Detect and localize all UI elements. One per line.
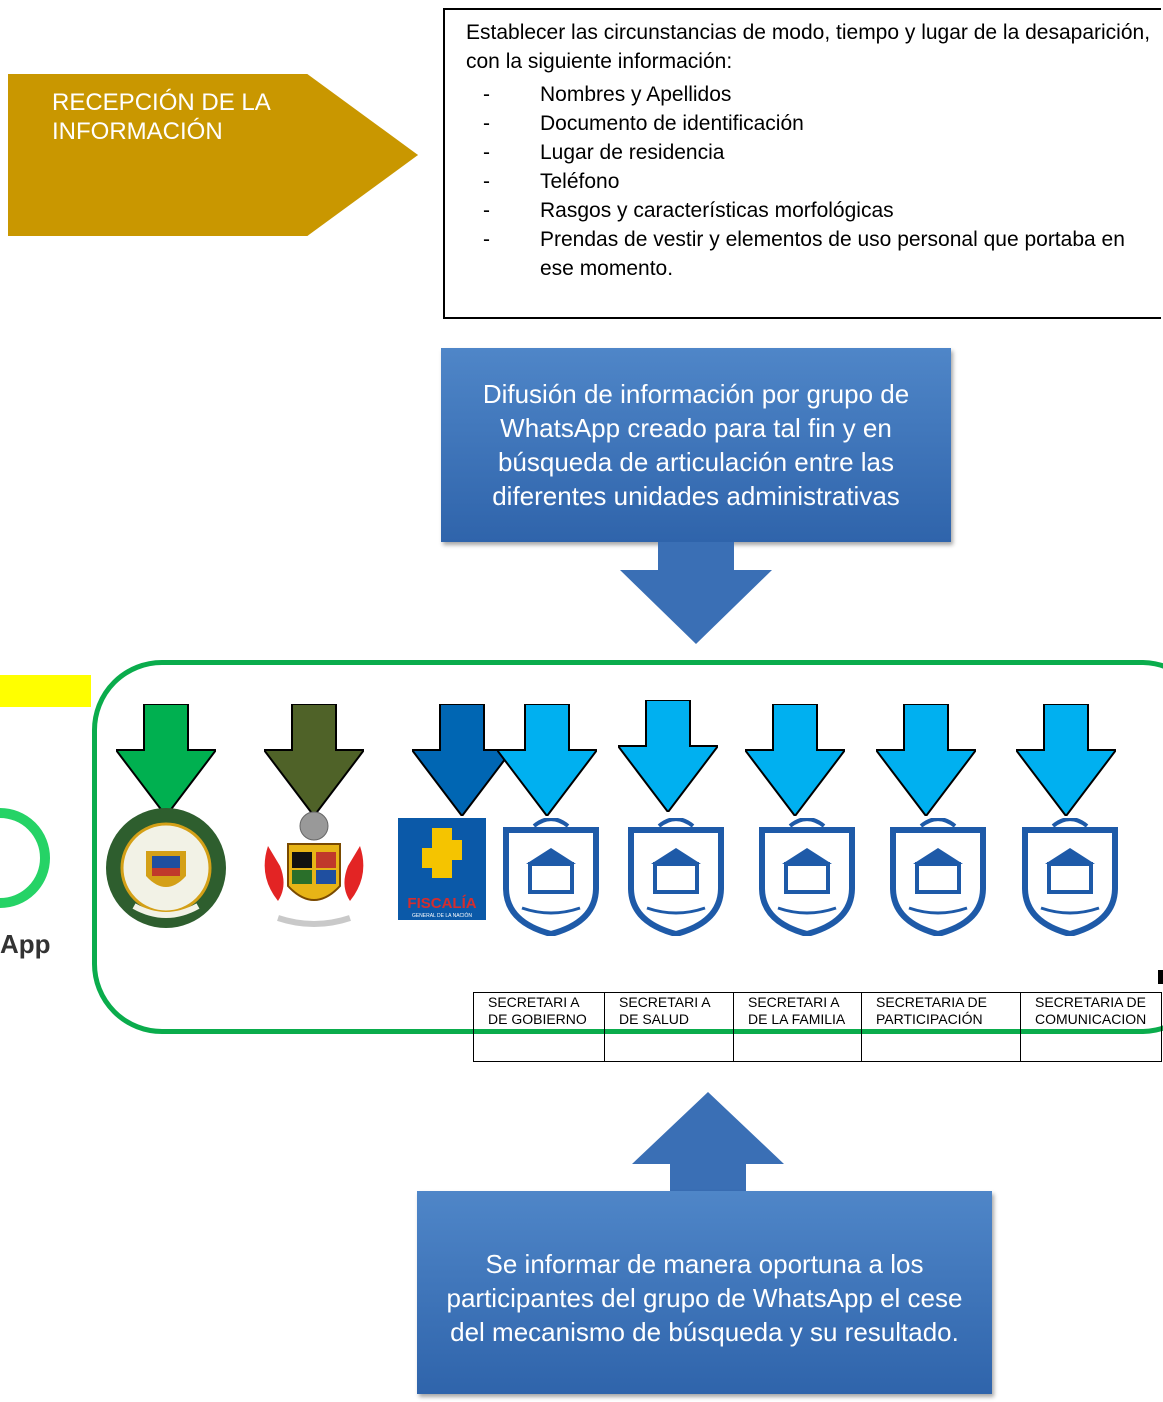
- highlight-bar: [0, 675, 91, 707]
- cyan-arrow-icon: [1016, 704, 1116, 816]
- diffusion-callout: Difusión de información por grupo de Wha…: [441, 348, 951, 542]
- info-list: Nombres y Apellidos Documento de identif…: [466, 80, 1156, 283]
- cyan-arrow-icon: [876, 704, 976, 816]
- table-row: SECRETARI A DE GOBIERNO SECRETARI A DE S…: [473, 992, 1162, 1062]
- municipal-shield-icon: [628, 818, 724, 936]
- unit-cell: SECRETARI A DE SALUD: [604, 992, 734, 1062]
- result-callout: Se informar de manera oportuna a los par…: [417, 1191, 992, 1394]
- olive-arrow-icon: [264, 704, 364, 816]
- up-arrow-icon: [632, 1092, 784, 1192]
- info-intro: Establecer las circunstancias de modo, t…: [466, 21, 1151, 73]
- army-coat-of-arms-icon: [264, 811, 364, 927]
- down-arrow-icon: [620, 542, 772, 644]
- fiscalia-wordmark: FISCALÍA: [407, 895, 476, 912]
- policia-nacional-seal-icon: [106, 808, 226, 928]
- cyan-arrow-icon: [745, 704, 845, 816]
- info-item: Documento de identificación: [466, 109, 1156, 138]
- reception-label: RECEPCIÓN DE LA INFORMACIÓN: [52, 89, 270, 145]
- info-item: Rasgos y características morfológicas: [466, 196, 1156, 225]
- municipal-shield-icon: [759, 818, 855, 936]
- municipal-shield-icon: [1022, 818, 1118, 936]
- info-item: Lugar de residencia: [466, 138, 1156, 167]
- municipal-shield-icon: [890, 818, 986, 936]
- unit-cell: SECRETARI A DE GOBIERNO: [473, 992, 605, 1062]
- cyan-arrow-icon: [618, 700, 718, 812]
- units-table: SECRETARI A DE GOBIERNO SECRETARI A DE S…: [473, 992, 1162, 1062]
- fiscalia-logo-icon: FISCALÍA GENERAL DE LA NACIÓN: [398, 818, 486, 920]
- cyan-arrow-icon: [497, 704, 597, 816]
- blue-arrow-icon: [412, 704, 512, 816]
- green-arrow-icon: [116, 704, 216, 816]
- whatsapp-icon: [0, 808, 50, 908]
- whatsapp-label: App: [0, 929, 51, 959]
- info-item: Teléfono: [466, 167, 1156, 196]
- fiscalia-subtitle: GENERAL DE LA NACIÓN: [412, 912, 472, 919]
- edge-mark: [1158, 970, 1163, 984]
- info-item: Prendas de vestir y elementos de uso per…: [466, 225, 1156, 283]
- unit-cell: SECRETARIA DE COMUNICACION: [1020, 992, 1162, 1062]
- info-item: Nombres y Apellidos: [466, 80, 1156, 109]
- unit-cell: SECRETARI A DE LA FAMILIA: [733, 992, 862, 1062]
- unit-cell: SECRETARIA DE PARTICIPACIÓN: [861, 992, 1021, 1062]
- municipal-shield-icon: [503, 818, 599, 936]
